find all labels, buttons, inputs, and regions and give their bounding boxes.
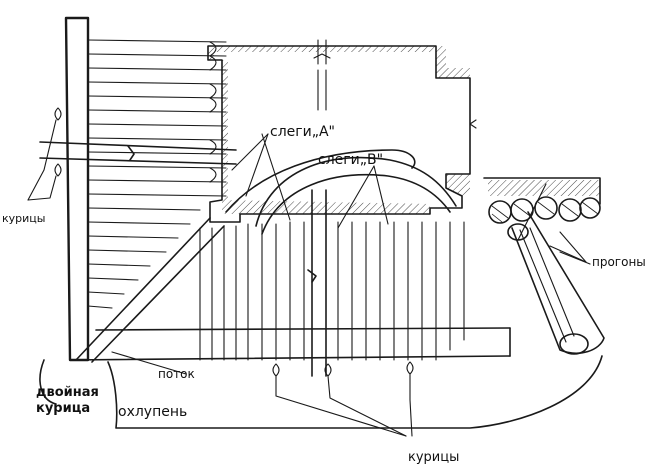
masonry-wall [207, 39, 477, 223]
left-post [64, 16, 90, 362]
center-pole [307, 189, 327, 377]
label-potok: поток [158, 367, 195, 381]
label-slegi-a: слеги„А" [270, 124, 335, 140]
diagonal-brace [75, 217, 225, 363]
label-slegi-b: слеги„В" [318, 152, 383, 168]
label-kuricy-left: курицы [2, 212, 45, 225]
log-wall-left [87, 39, 227, 309]
label-dvoynaya-kurica-line1: двойная [36, 385, 99, 400]
okhlupen-curve [39, 355, 603, 429]
label-dvoynaya-kurica-line2: курица [36, 401, 90, 416]
label-okhlupen: охлупень [118, 404, 187, 420]
label-progony: прогоны [592, 255, 646, 269]
label-kuricy-bottom: курицы [408, 450, 459, 465]
kuricy-hooks-bottom [272, 361, 414, 437]
tie-beam [39, 141, 237, 165]
vertical-slegi [199, 221, 465, 361]
pointer-lines [111, 133, 587, 375]
kuricy-hooks-left [27, 107, 62, 201]
potok-gutter [69, 327, 511, 361]
progony-logs [483, 177, 605, 355]
slegi-curves [225, 149, 457, 235]
